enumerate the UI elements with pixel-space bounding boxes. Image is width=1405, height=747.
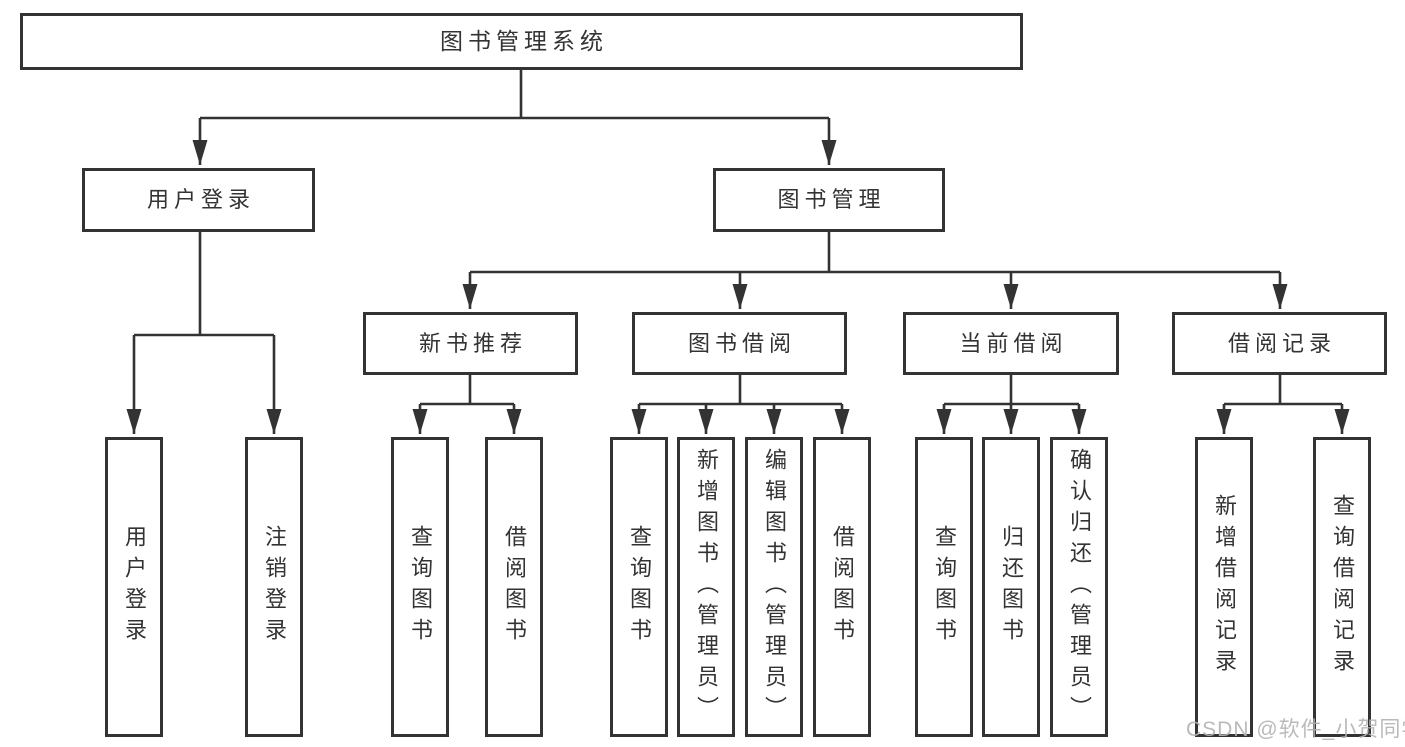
- leaf-add-book-admin: 新增图书（管理员）: [677, 437, 735, 737]
- node-borrow-records: 借阅记录: [1172, 312, 1387, 375]
- node-current-borrow: 当前借阅: [903, 312, 1119, 375]
- csdn-watermark: CSDN @软件_小贺同学: [1186, 718, 1405, 741]
- leaf-confirm-return-admin: 确认归还（管理员）: [1050, 437, 1108, 737]
- leaf-query-books-recommend: 查询图书: [391, 437, 449, 737]
- node-new-book-recommend: 新书推荐: [363, 312, 578, 375]
- leaf-add-borrow-record: 新增借阅记录: [1195, 437, 1253, 737]
- leaf-return-book: 归还图书: [982, 437, 1040, 737]
- leaf-user-login: 用户登录: [105, 437, 163, 737]
- node-book-management: 图书管理: [713, 168, 945, 232]
- node-book-borrow: 图书借阅: [632, 312, 847, 375]
- leaf-query-books-current: 查询图书: [915, 437, 973, 737]
- node-root-title: 图书管理系统: [20, 13, 1023, 70]
- node-user-login: 用户登录: [82, 168, 315, 232]
- leaf-logout: 注销登录: [245, 437, 303, 737]
- leaf-query-borrow-record: 查询借阅记录: [1313, 437, 1371, 737]
- leaf-query-books-borrow: 查询图书: [610, 437, 668, 737]
- leaf-borrow-books-recommend: 借阅图书: [485, 437, 543, 737]
- leaf-borrow-books-borrow: 借阅图书: [813, 437, 871, 737]
- leaf-edit-book-admin: 编辑图书（管理员）: [745, 437, 803, 737]
